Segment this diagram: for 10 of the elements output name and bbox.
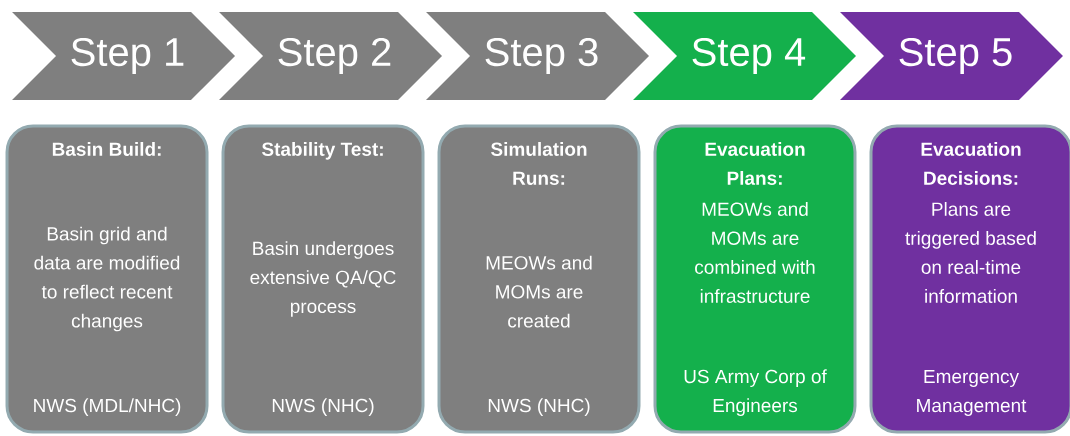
step-card: Basin Build: Basin grid and data are modified to reflect recent changes NWS (MDL/NHC) [5, 124, 209, 434]
step-card: Simulation Runs: MEOWs and MOMs are created NWS (NHC) [437, 124, 641, 434]
step-banner: Step 5 [840, 12, 1063, 100]
step-card: Stability Test: Basin undergoes extensive QA/QC process NWS (NHC) [221, 124, 425, 434]
step-banner: Step 4 [633, 12, 856, 100]
step-card: Evacuation Plans: MEOWs and MOMs are combined with infrastructure US Army Corp of Engineers [653, 124, 857, 434]
step-banner: Step 3 [426, 12, 649, 100]
step-banner: Step 1 [12, 12, 235, 100]
step-card: Evacuation Decisions: Plans are triggered based on real-time information Emergency Management [869, 124, 1070, 434]
step-banner: Step 2 [219, 12, 442, 100]
